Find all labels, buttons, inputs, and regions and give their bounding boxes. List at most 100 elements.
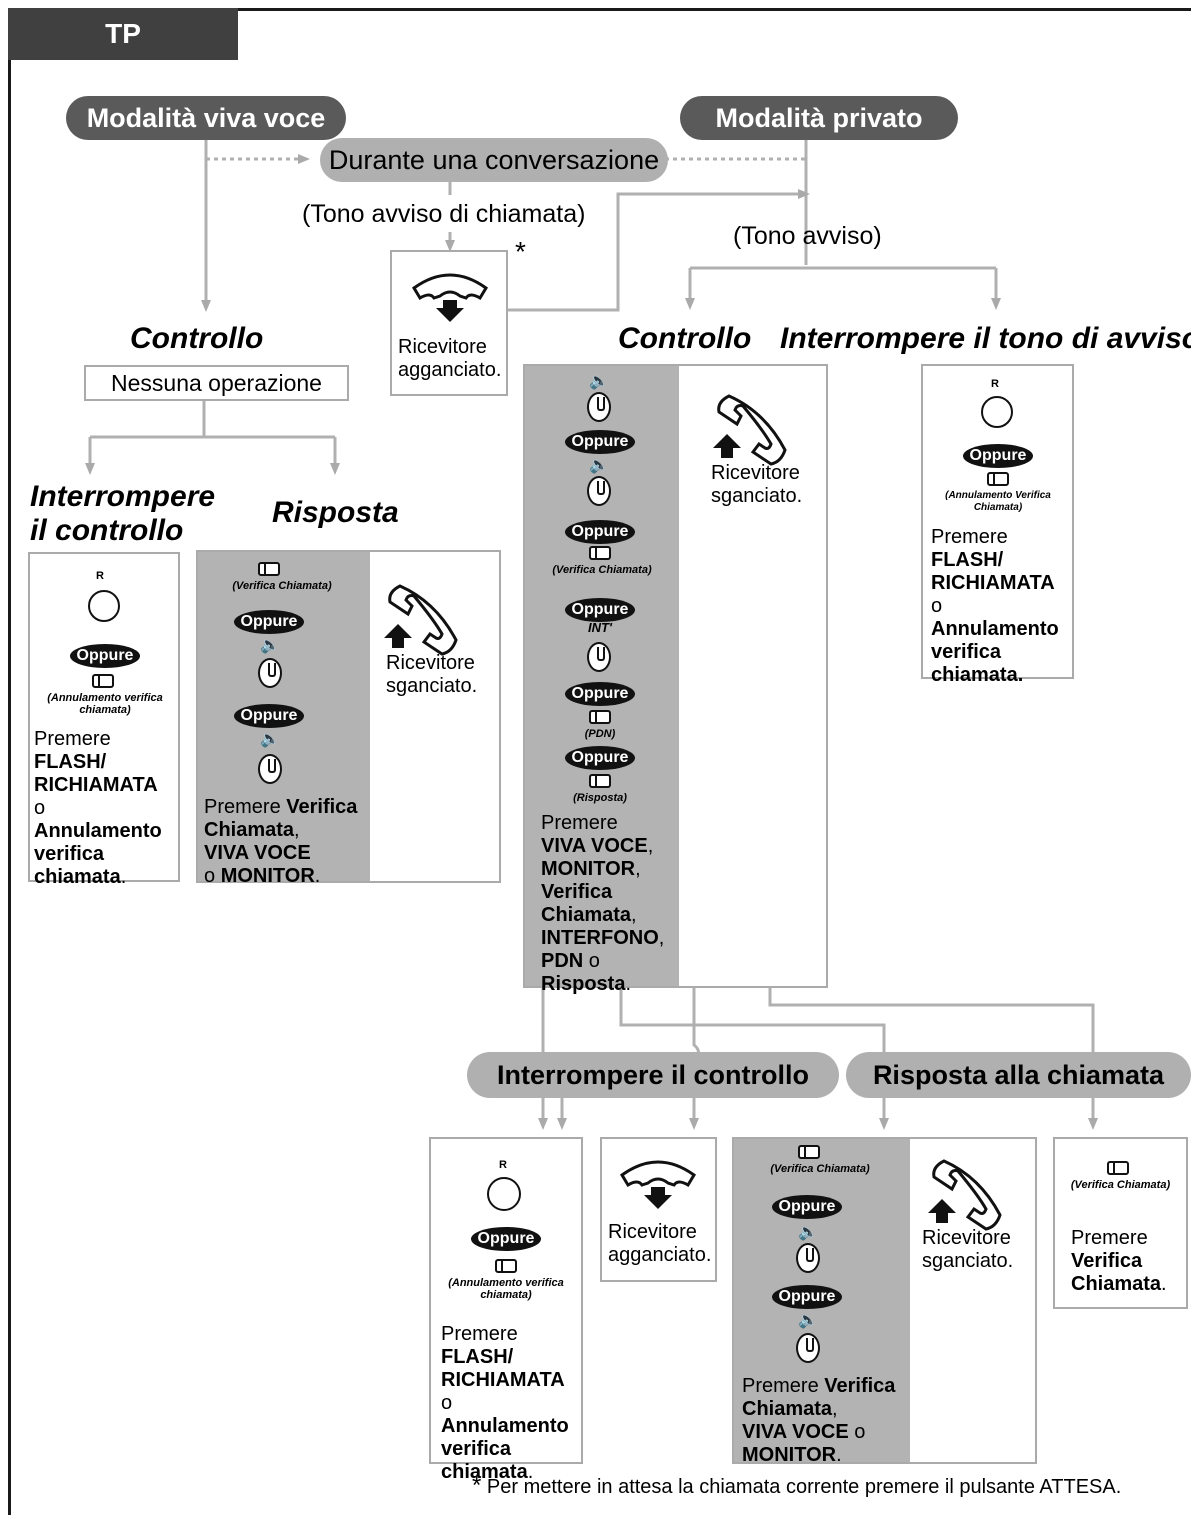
or-badge: Oppure <box>70 644 140 668</box>
verify-button-icon <box>258 562 280 576</box>
instr-o: o <box>931 595 943 617</box>
handset-off-hook-icon <box>928 1159 1002 1231</box>
instr-press: Premere <box>742 1375 819 1397</box>
verify-button-icon <box>798 1145 820 1159</box>
or-badge: Oppure <box>565 430 635 454</box>
off-hook-label: Ricevitore sganciato. <box>922 1227 1014 1272</box>
handset-on-hook-icon <box>412 273 488 322</box>
instr-verifica: Verifica <box>1071 1250 1143 1272</box>
pdn-button-icon <box>589 710 611 724</box>
handsfree-mode-header: Modalità viva voce <box>66 96 346 140</box>
instr-viva-voce: VIVA VOCE <box>742 1421 849 1443</box>
instr-press: Premere <box>34 728 111 750</box>
instr-comma: , <box>635 858 641 880</box>
cancel-verify-caption: (Annulamento Verifica Chiamata) <box>945 490 1051 513</box>
instr-verifica: verifica <box>441 1438 512 1460</box>
instr-chiamata: chiamata <box>34 866 121 888</box>
verify-instruction: Premere Verifica Chiamata. <box>1071 1227 1167 1296</box>
monitor-speaker-icon: 🔈 <box>798 1312 818 1329</box>
handsfree-button-icon <box>587 392 611 422</box>
monitor-speaker-icon: 🔈 <box>589 457 609 474</box>
intercom-button-icon <box>587 642 611 672</box>
call-waiting-tone-label: (Tono avviso di chiamata) <box>302 200 586 228</box>
instr-chiamata: Chiamata <box>541 904 632 926</box>
handsfree-button-icon <box>258 658 282 688</box>
instr-period: . <box>314 865 321 887</box>
answer-heading: Risposta <box>272 496 399 529</box>
monitor-heading-right: Controllo <box>618 322 752 355</box>
cancel-verify-caption: (Annulamento verifica chiamata) <box>47 692 163 716</box>
instr-period: . <box>1017 664 1024 686</box>
intercom-caption: INT' <box>587 620 613 635</box>
or-badge: Oppure <box>772 1285 842 1309</box>
instr-richiamata: RICHIAMATA <box>931 572 1055 594</box>
answer-instruction-bottom: Premere Verifica Chiamata, VIVA VOCE o M… <box>742 1375 895 1467</box>
stop-monitor-instruction-bottom: Premere FLASH/ RICHIAMATA o Annulamento … <box>441 1323 581 1484</box>
flash-button-icon <box>88 590 120 622</box>
answer-call-header: Risposta alla chiamata <box>846 1052 1191 1098</box>
instr-viva-voce: VIVA VOCE <box>204 842 311 864</box>
instr-press: Premere <box>931 526 1008 548</box>
cancel-verify-caption: (Annulamento verifica chiamata) <box>448 1277 564 1301</box>
asterisk-mark: * <box>515 236 526 267</box>
cancel-verify-button-icon <box>495 1259 517 1273</box>
instr-press: Premere <box>541 812 618 834</box>
on-hook-label-bottom: Ricevitore agganciato. <box>608 1221 712 1266</box>
alert-tone-label: (Tono avviso) <box>733 222 882 250</box>
instr-richiamata: RICHIAMATA <box>34 774 158 796</box>
monitor-button-icon <box>587 476 611 506</box>
handset-on-hook-icon <box>620 1160 696 1209</box>
instr-chiamata: chiamata <box>441 1461 528 1483</box>
stop-monitor-box-bottom: R Oppure (Annulamento verifica chiamata)… <box>429 1137 583 1483</box>
r-button-label: R <box>96 570 104 582</box>
footnote-asterisk: * <box>472 1472 482 1499</box>
pdn-caption: (PDN) <box>584 728 616 740</box>
instr-annulamento: Annulamento <box>441 1415 569 1437</box>
stop-tone-instruction: Premere FLASH/ RICHIAMATA o Annulamento … <box>931 526 1072 687</box>
instr-flash: FLASH/ <box>34 751 107 773</box>
instr-comma: , <box>658 927 665 949</box>
stop-monitor-instruction-left: Premere FLASH/ RICHIAMATA o Annulamento … <box>34 728 178 889</box>
or-badge: Oppure <box>565 520 635 544</box>
monitor-box-shade <box>525 366 679 986</box>
instr-monitor: MONITOR <box>541 858 636 880</box>
stop-tone-box: R Oppure (Annulamento Verifica Chiamata)… <box>921 364 1074 686</box>
verify-button-icon <box>589 546 611 560</box>
stop-monitor-heading-line2: il controllo <box>30 514 184 547</box>
r-button-label: R <box>991 378 999 390</box>
instr-interfono: INTERFONO <box>541 927 659 949</box>
instr-verifica: verifica <box>931 641 1002 663</box>
monitor-speaker-icon: 🔈 <box>260 731 280 748</box>
no-operation-box: Nessuna operazione <box>84 365 349 401</box>
instr-period: . <box>527 1461 534 1483</box>
instr-o: o <box>441 1392 453 1414</box>
tp-tab: TP <box>8 8 238 60</box>
stop-monitor-heading-line1: Interrompere <box>30 480 216 513</box>
instr-flash: FLASH/ <box>441 1346 514 1368</box>
on-hook-box-bottom: Ricevitore agganciato. <box>600 1137 717 1282</box>
verify-button-icon <box>1107 1161 1129 1175</box>
instr-verifica: Verifica <box>824 1375 896 1397</box>
instr-chiamata: Chiamata <box>742 1398 833 1420</box>
instr-flash: FLASH/ <box>931 549 1004 571</box>
instr-verifica: Verifica <box>541 881 613 903</box>
stop-monitor-box-left: R Oppure (Annulamento verifica chiamata)… <box>28 552 180 888</box>
instr-o: o <box>204 865 216 887</box>
instr-pdn: PDN <box>541 950 584 972</box>
or-badge: Oppure <box>565 746 635 770</box>
instr-press: Premere <box>1071 1227 1148 1249</box>
instr-o: o <box>854 1421 866 1443</box>
instr-period: . <box>836 1444 842 1466</box>
verify-caption: (Verifica Chiamata) <box>232 580 332 592</box>
stop-tone-heading: Interrompere il tono di avviso <box>780 322 1191 355</box>
instr-comma: , <box>832 1398 838 1420</box>
on-hook-label-top: Ricevitore agganciato. <box>398 336 502 381</box>
instr-chiamata: Chiamata <box>1071 1273 1162 1295</box>
monitor-button-icon <box>796 1333 820 1363</box>
monitor-button-icon <box>258 754 282 784</box>
instr-annulamento: Annulamento <box>931 618 1059 640</box>
on-hook-box-top: Ricevitore agganciato. <box>390 250 508 396</box>
instr-annulamento: Annulamento <box>34 820 162 842</box>
speaker-icon: 🔈 <box>798 1224 818 1241</box>
